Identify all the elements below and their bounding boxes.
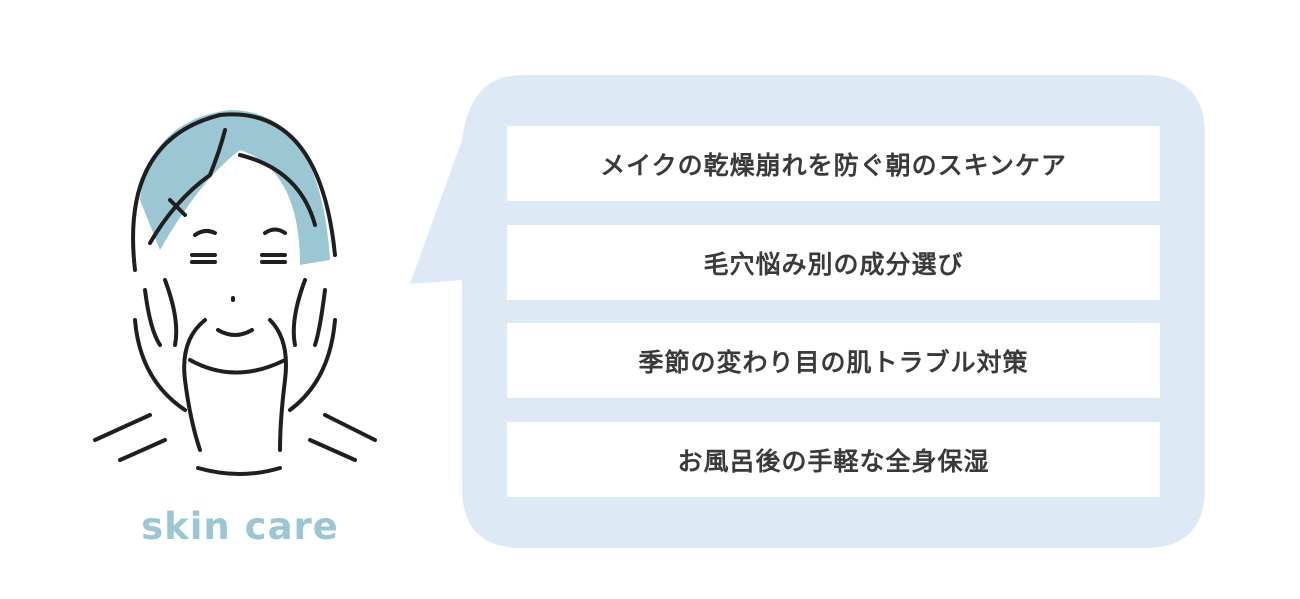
topic-item: お風呂後の手軽な全身保湿 <box>507 422 1160 497</box>
woman-skincare-illustration <box>93 110 377 476</box>
topic-label: お風呂後の手軽な全身保湿 <box>677 446 990 476</box>
topic-label: メイクの乾燥崩れを防ぐ朝のスキンケア <box>600 150 1067 180</box>
topic-label: 季節の変わり目の肌トラブル対策 <box>638 347 1029 377</box>
caption: skin care <box>141 505 339 548</box>
topic-item: メイクの乾燥崩れを防ぐ朝のスキンケア <box>507 126 1160 201</box>
topic-item: 毛穴悩み別の成分選び <box>507 225 1160 300</box>
topic-label: 毛穴悩み別の成分選び <box>703 249 964 279</box>
topic-item: 季節の変わり目の肌トラブル対策 <box>507 323 1160 398</box>
